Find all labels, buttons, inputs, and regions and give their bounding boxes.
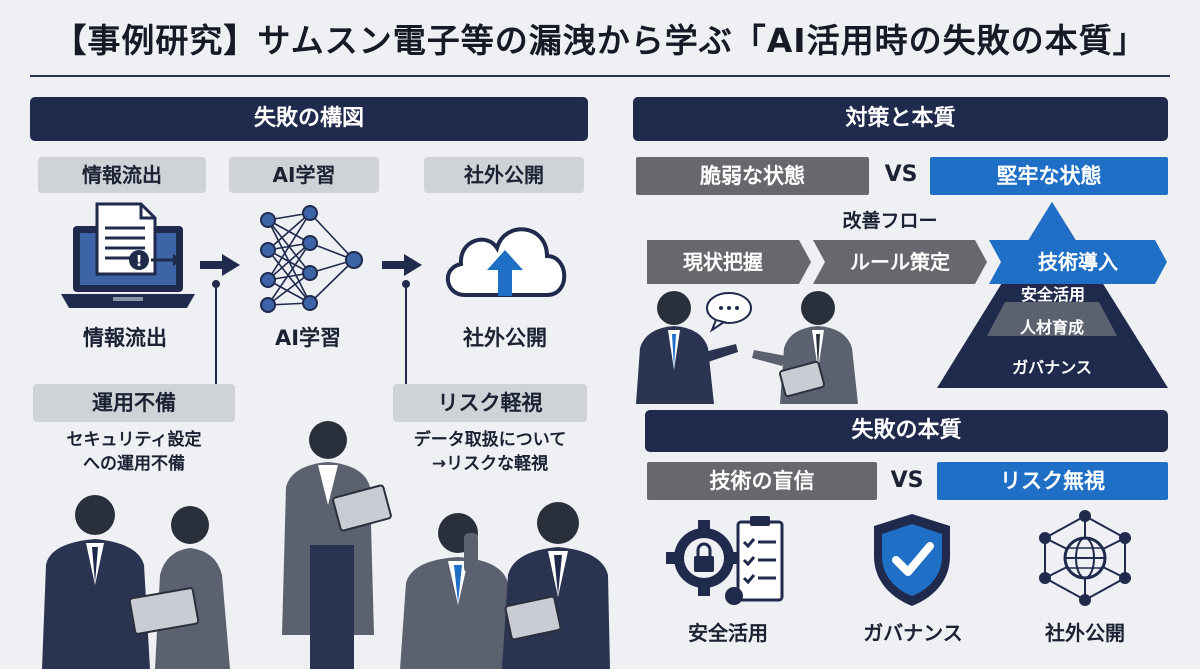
vs-label-2: VS (890, 468, 924, 493)
improvement-flow-chevrons (647, 240, 1167, 284)
strong-state-box: 堅牢な状態 (930, 157, 1168, 195)
issue-operation-lapse-desc-2: への運用不備 (83, 454, 185, 474)
discussion-illustration (636, 291, 858, 404)
gear-lock-clipboard-icon (666, 516, 784, 605)
pyramid-tier-safe-use: 安全活用 (1020, 285, 1085, 304)
globe-network-icon (1039, 510, 1131, 606)
improvement-flow-title: 改善フロー (842, 210, 938, 232)
pyramid-tier-governance: ガバナンス (1012, 358, 1092, 377)
issue-risk-neglect-desc-1: データ取扱について (413, 430, 567, 450)
label-ai-learning: AI学習 (274, 326, 342, 350)
issue-risk-neglect-desc-2: →リスクな軽視 (431, 454, 549, 474)
issue-operation-lapse-desc-1: セキュリティ設定 (66, 430, 202, 450)
flow-step-assess: 現状把握 (683, 250, 763, 274)
risk-ignore-box: リスク無視 (937, 462, 1168, 500)
neural-network-icon (260, 205, 363, 313)
svg-text:!: ! (136, 252, 143, 270)
icon-label-governance: ガバナンス (863, 621, 963, 645)
label-info-leak: 情報流出 (83, 326, 167, 350)
laptop-document-icon: ! (61, 202, 195, 308)
failure-structure-header: 失敗の構図 (30, 97, 588, 141)
connector-line-1 (212, 280, 220, 386)
countermeasures-header: 対策と本質 (633, 97, 1168, 141)
icon-label-public-release: 社外公開 (1045, 621, 1125, 645)
issue-operation-lapse: 運用不備 (33, 384, 235, 422)
icon-label-safe-use: 安全活用 (688, 621, 768, 645)
cloud-upload-icon (445, 227, 567, 297)
pyramid-tier-talent: 人材育成 (1019, 318, 1084, 337)
issue-risk-neglect: リスク軽視 (393, 384, 587, 422)
connector-line-2 (402, 280, 410, 386)
failure-essence-header: 失敗の本質 (645, 410, 1168, 452)
title-divider (30, 75, 1170, 77)
weak-state-box: 脆弱な状態 (636, 157, 869, 195)
flow-arrow-1-icon (200, 254, 240, 276)
tech-blind-faith-box: 技術の盲信 (647, 462, 877, 500)
pill-ai-learning: AI学習 (229, 157, 379, 193)
flow-step-rules: ルール策定 (850, 250, 950, 274)
pill-info-leak: 情報流出 (38, 157, 206, 193)
page-title: 【事例研究】サムスン電子等の漏洩から学ぶ「AI活用時の失敗の本質」 (53, 21, 1147, 60)
flow-step-tech: 技術導入 (1038, 250, 1118, 274)
business-people-illustration (42, 421, 610, 669)
vs-label-1: VS (884, 162, 918, 187)
label-public-release: 社外公開 (463, 326, 547, 350)
flow-arrow-2-icon (382, 254, 422, 276)
shield-check-icon (874, 514, 950, 606)
pill-public-release: 社外公開 (424, 157, 584, 193)
